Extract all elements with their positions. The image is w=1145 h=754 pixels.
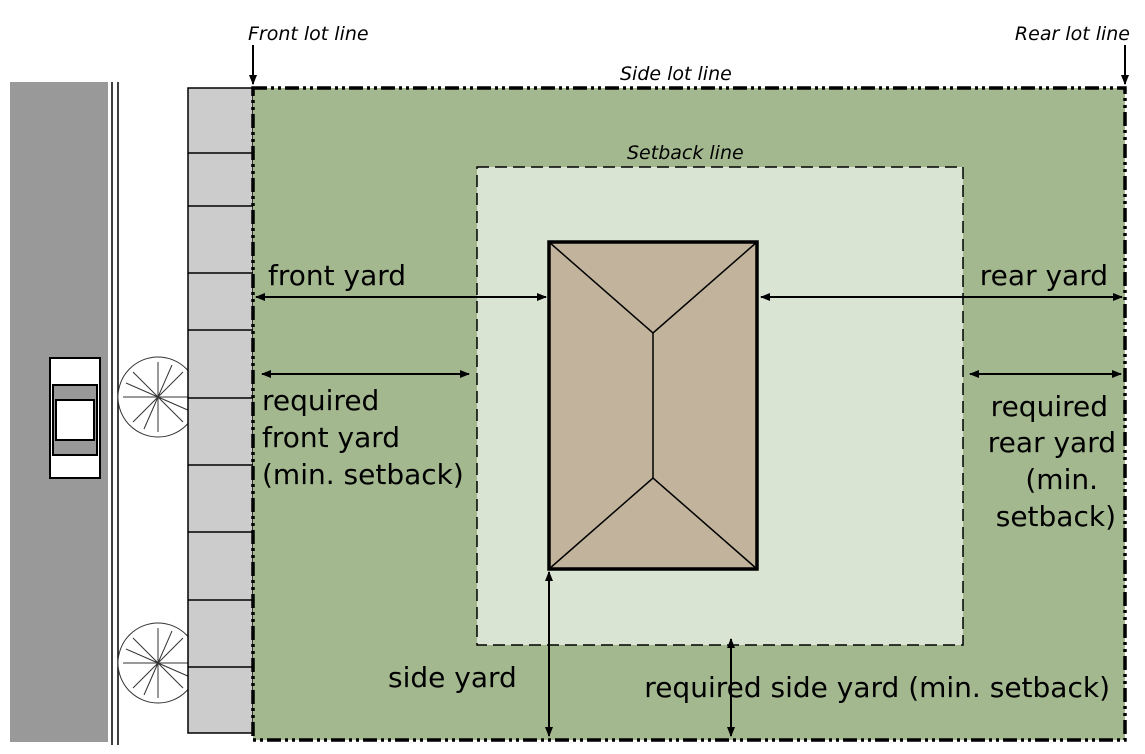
- front-yard-label: front yard: [268, 259, 406, 292]
- side-lot-line-label: Side lot line: [620, 63, 732, 85]
- rear-lot-line-label: Rear lot line: [1015, 23, 1130, 45]
- rear-yard-label: rear yard: [980, 259, 1108, 292]
- car-icon: [49, 357, 101, 479]
- tree-icon: [117, 356, 199, 438]
- label-line: (min.: [1025, 463, 1098, 496]
- label-line: front yard: [262, 421, 400, 454]
- front-lot-line-label: Front lot line: [248, 23, 369, 45]
- setback-line-label: Setback line: [627, 142, 744, 164]
- required-rear-yard-label: required rear yard (min. setback): [988, 390, 1116, 533]
- sidewalk: [187, 87, 254, 734]
- label-line: rear yard: [988, 426, 1116, 459]
- label-line: required: [262, 384, 379, 417]
- label-line: required: [991, 390, 1108, 423]
- house: [547, 240, 759, 571]
- required-side-yard-label: required side yard (min. setback): [644, 671, 1110, 704]
- required-front-yard-label: required front yard (min. setback): [262, 384, 464, 491]
- label-line: (min. setback): [262, 458, 464, 491]
- label-line: setback): [996, 500, 1116, 533]
- tree-icon: [117, 622, 199, 704]
- side-yard-label: side yard: [388, 661, 517, 694]
